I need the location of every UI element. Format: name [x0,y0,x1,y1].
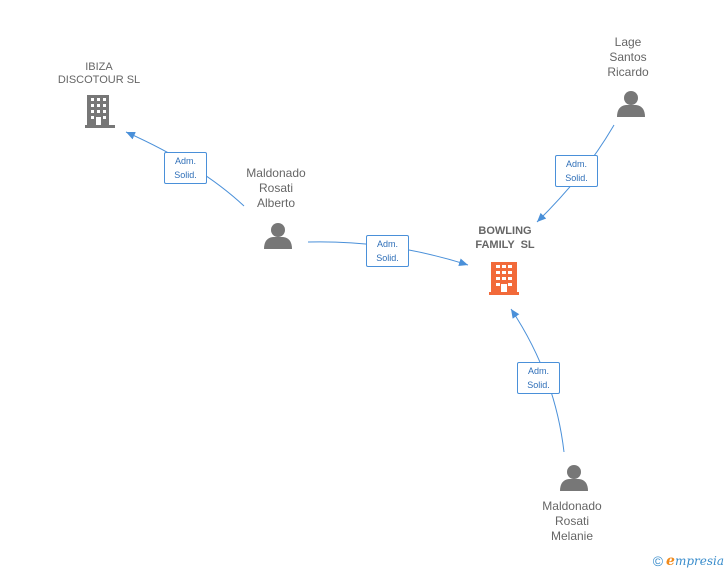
person-icon[interactable] [264,223,292,249]
person-icon[interactable] [617,91,645,117]
person-icon[interactable] [560,465,588,491]
brand-logo[interactable]: © empresia [653,553,724,569]
edge-label-ricardo-bowling[interactable]: Adm. Solid. [555,155,598,187]
building-icon[interactable] [85,95,115,128]
building-icon[interactable] [489,262,519,295]
brand-name: empresia [666,553,724,569]
edge-label-alberto-ibiza[interactable]: Adm. Solid. [164,152,207,184]
person-label-melanie[interactable]: Maldonado Rosati Melanie [542,499,602,543]
edge-label-melanie-bowling[interactable]: Adm. Solid. [517,362,560,394]
person-label-ricardo[interactable]: Lage Santos Ricardo [607,35,649,79]
edge-label-alberto-bowling[interactable]: Adm. Solid. [366,235,409,267]
company-label-ibiza[interactable]: IBIZA DISCOTOUR SL [57,61,141,86]
person-label-alberto[interactable]: Maldonado Rosati Alberto [246,166,306,210]
company-label-bowling[interactable]: BOWLING FAMILY SL [475,225,535,251]
copyright-icon: © [652,553,664,569]
